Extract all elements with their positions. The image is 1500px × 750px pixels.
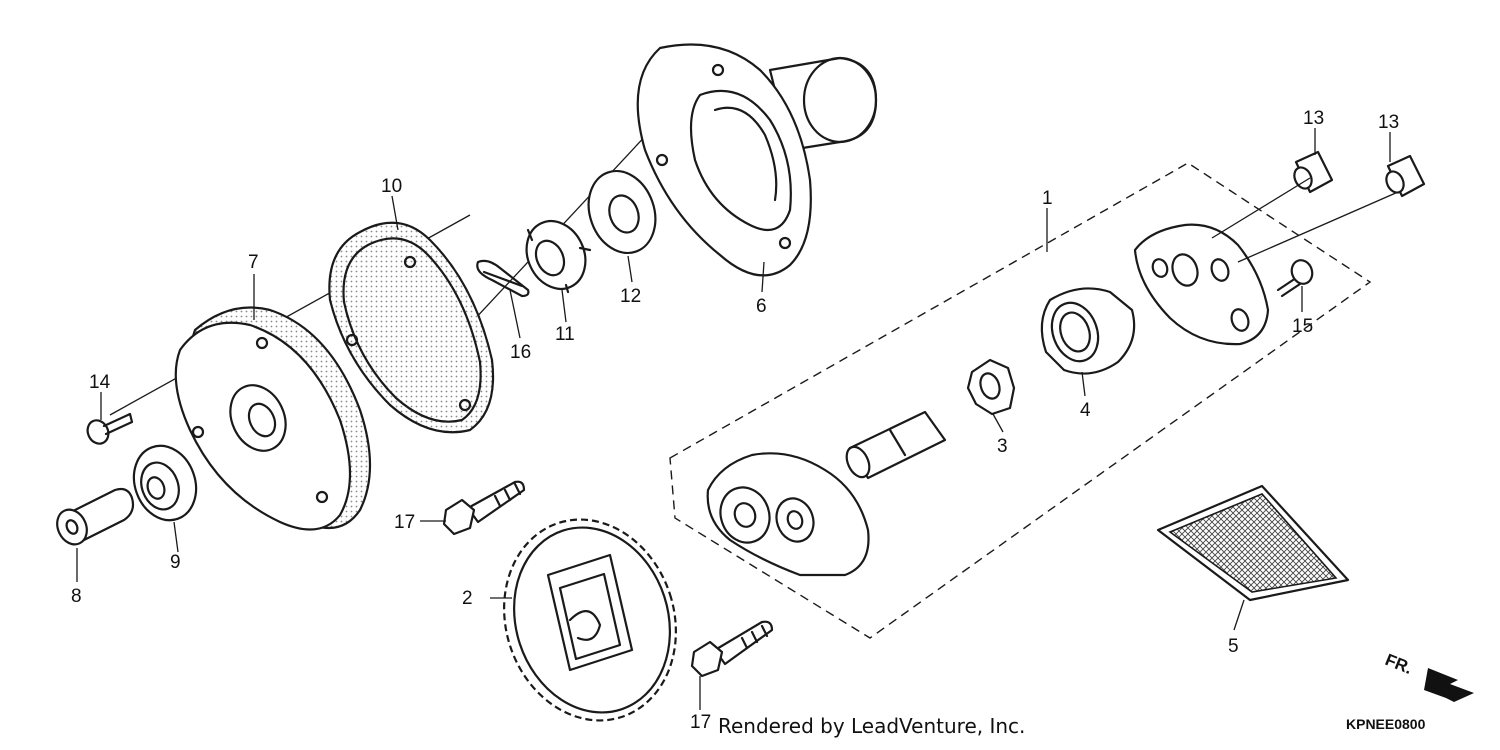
- callout-2: 2: [462, 588, 473, 609]
- driven-gear-part-2[interactable]: [479, 497, 702, 743]
- leader-lines: [76, 128, 1399, 710]
- outer-rotor-part-4[interactable]: [1040, 287, 1136, 375]
- callout-10: 10: [381, 176, 402, 197]
- callout-14: 14: [89, 372, 111, 393]
- callout-8: 8: [71, 586, 82, 607]
- housing-flange: [636, 43, 812, 277]
- pump-body[interactable]: [706, 452, 870, 577]
- bolt-part-15[interactable]: [1276, 257, 1316, 298]
- callout-4: 4: [1080, 400, 1091, 421]
- callout-9: 9: [170, 552, 181, 573]
- callout-5: 5: [1228, 636, 1239, 657]
- callout-7: 7: [248, 252, 259, 273]
- dowel-pin-part-13-left[interactable]: [1291, 150, 1334, 194]
- flange-bolt-part-17-upper[interactable]: [442, 480, 526, 536]
- callout-1: 1: [1042, 188, 1053, 209]
- callout-17-lower: 17: [690, 712, 711, 733]
- pump-plate[interactable]: [1133, 223, 1270, 346]
- lock-nut-part-11[interactable]: [516, 211, 596, 298]
- flange-bolt-part-17-lower[interactable]: [690, 620, 774, 678]
- callout-6: 6: [756, 296, 767, 317]
- callout-15: 15: [1292, 316, 1313, 337]
- washer-part-12[interactable]: [578, 162, 667, 263]
- cotter-pin-part-16[interactable]: [476, 259, 530, 298]
- callout-13-right: 13: [1378, 112, 1399, 133]
- pump-cover-part-7[interactable]: [174, 306, 372, 531]
- rotor-part-9[interactable]: [124, 437, 206, 529]
- pump-shaft[interactable]: [842, 410, 947, 481]
- callout-13-left: 13: [1303, 108, 1324, 129]
- dowel-pin-part-13-right[interactable]: [1383, 154, 1426, 198]
- callout-3: 3: [997, 436, 1008, 457]
- gasket-shape: [328, 221, 495, 434]
- inner-rotor-part-3[interactable]: [966, 358, 1016, 416]
- callout-16: 16: [510, 342, 531, 363]
- callout-11: 11: [555, 324, 575, 345]
- rendered-by-footer: Rendered by LeadVenture, Inc.: [718, 714, 1025, 738]
- direction-label: FR.: [1383, 650, 1416, 678]
- oil-strainer-part-5[interactable]: [1156, 484, 1350, 602]
- front-direction-arrow-icon: [1424, 668, 1474, 702]
- gasket-part-10[interactable]: [328, 221, 495, 434]
- callout-17-upper: 17: [394, 512, 415, 533]
- pump-housing-part-6[interactable]: [636, 43, 878, 277]
- pin-part-8[interactable]: [52, 487, 135, 549]
- callout-12: 12: [620, 286, 641, 307]
- screw-part-14[interactable]: [84, 412, 134, 447]
- diagram-code: KPNEE0800: [1346, 716, 1426, 732]
- assembly-boundary: [669, 162, 1372, 639]
